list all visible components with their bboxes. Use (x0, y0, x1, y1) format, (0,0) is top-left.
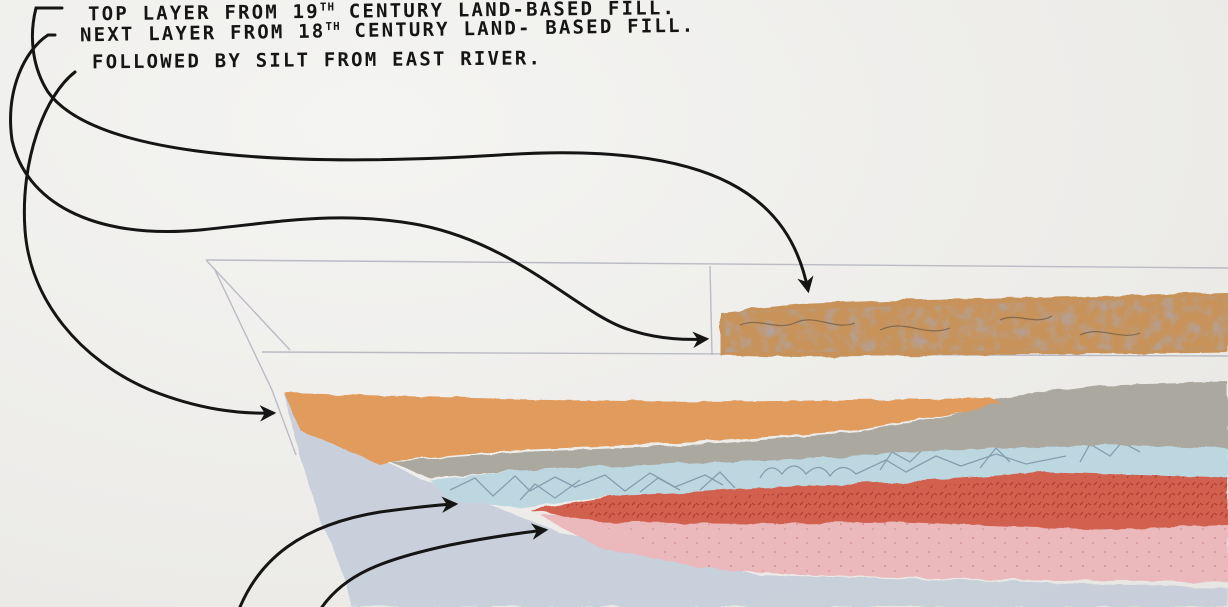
annotation-silt: FOLLOWED BY SILT FROM EAST RIVER. (92, 48, 542, 72)
fill-19th-century (720, 293, 1228, 357)
arrow-silt (24, 72, 273, 413)
arrow-18th-century-fill (11, 35, 706, 339)
